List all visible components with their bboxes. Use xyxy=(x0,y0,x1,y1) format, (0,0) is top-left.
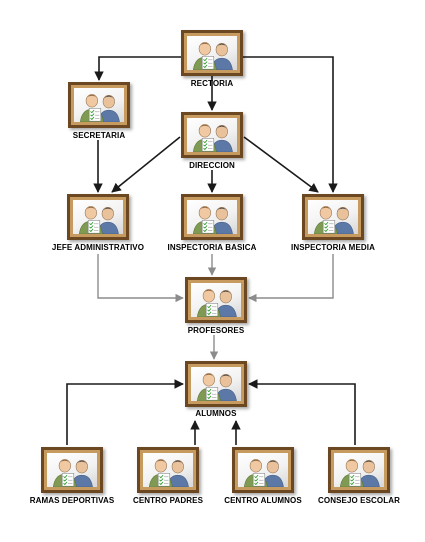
users-icon xyxy=(52,459,93,487)
node-label-direccion: DIRECCION xyxy=(189,161,235,170)
users-icon xyxy=(196,373,237,401)
node-label-alumnos: ALUMNOS xyxy=(195,409,237,418)
connector-inspectoria-media-to-profesores xyxy=(248,254,334,303)
node-label-jefe-administrativo: JEFE ADMINISTRATIVO xyxy=(51,243,145,252)
node-label-secretaria: SECRETARIA xyxy=(72,131,126,140)
centro-padres-portrait-frame xyxy=(137,447,199,493)
users-icon xyxy=(148,459,189,487)
consejo-escolar-portrait-frame xyxy=(328,447,390,493)
connector-direccion-to-jefe-administrativo xyxy=(111,136,181,193)
users-icon xyxy=(313,206,354,234)
jefe-administrativo-portrait-frame xyxy=(67,194,129,240)
connector-ramas-deportivas-to-alumnos xyxy=(66,379,184,445)
node-label-ramas-deportivas: RAMAS DEPORTIVAS xyxy=(29,496,115,505)
node-label-centro-alumnos: CENTRO ALUMNOS xyxy=(224,496,302,505)
users-icon xyxy=(196,289,237,317)
centro-alumnos-portrait-frame xyxy=(232,447,294,493)
users-icon xyxy=(339,459,380,487)
users-icon xyxy=(78,206,119,234)
alumnos-portrait-frame xyxy=(185,361,247,407)
users-icon xyxy=(192,206,233,234)
users-icon xyxy=(79,94,120,122)
users-icon xyxy=(243,459,284,487)
inspectoria-media-portrait-frame xyxy=(302,194,364,240)
rectoria-portrait-frame xyxy=(181,30,243,76)
node-label-inspectoria-media: INSPECTORIA MEDIA xyxy=(291,243,375,252)
direccion-portrait-frame xyxy=(181,112,243,158)
node-label-consejo-escolar: CONSEJO ESCOLAR xyxy=(318,496,400,505)
inspectoria-basica-portrait-frame xyxy=(181,194,243,240)
node-label-centro-padres: CENTRO PADRES xyxy=(132,496,204,505)
connector-rectoria-to-inspectoria-media xyxy=(243,56,338,193)
users-icon xyxy=(192,124,233,152)
users-icon xyxy=(192,42,233,70)
node-label-profesores: PROFESORES xyxy=(187,326,245,335)
node-label-inspectoria-basica: INSPECTORIA BASICA xyxy=(167,243,257,252)
secretaria-portrait-frame xyxy=(68,82,130,128)
connector-direccion-to-inspectoria-media xyxy=(243,136,319,193)
profesores-portrait-frame xyxy=(185,277,247,323)
node-label-rectoria: RECTORIA xyxy=(190,79,234,88)
ramas-deportivas-portrait-frame xyxy=(41,447,103,493)
connector-rectoria-to-secretaria xyxy=(94,56,181,81)
connector-consejo-escolar-to-alumnos xyxy=(248,379,356,445)
connector-jefe-administrativo-to-profesores xyxy=(97,254,184,303)
